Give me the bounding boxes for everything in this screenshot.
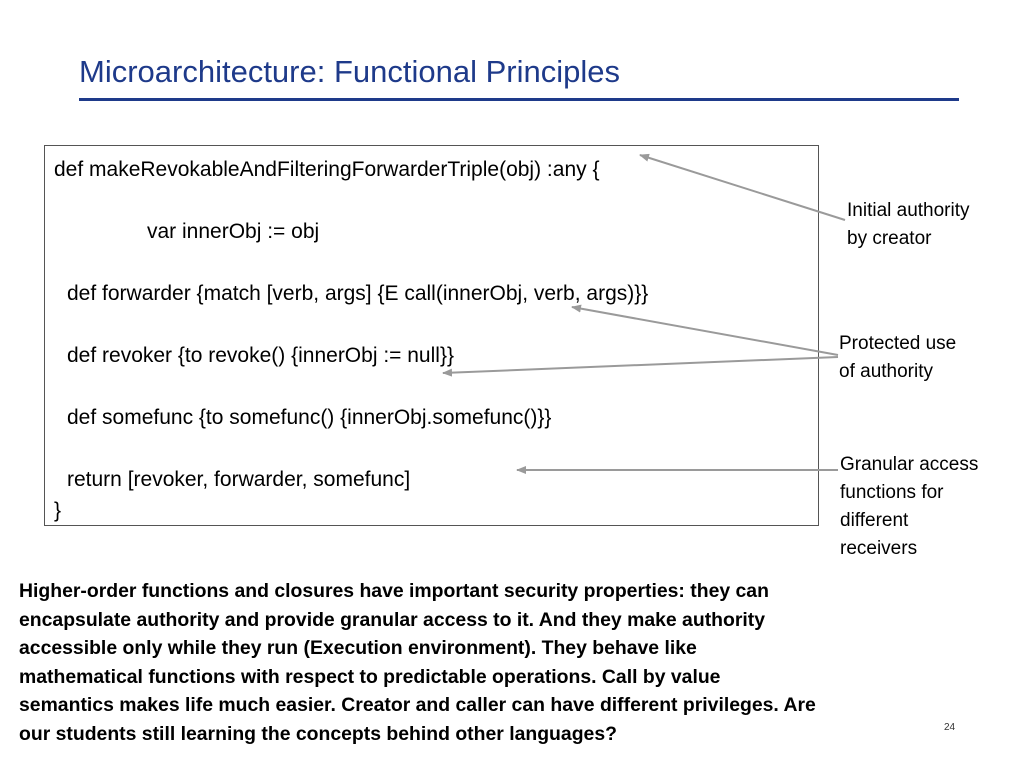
- note-initial-authority: Initial authority by creator: [847, 197, 970, 253]
- note-line: different: [840, 510, 909, 531]
- note-line: of authority: [839, 361, 933, 382]
- note-protected-use: Protected use of authority: [839, 330, 956, 386]
- summary-line: encapsulate authority and provide granul…: [19, 608, 766, 631]
- code-line-var: var innerObj := obj: [147, 220, 320, 243]
- note-line: by creator: [847, 228, 932, 249]
- note-line: Granular access: [840, 454, 979, 475]
- code-line-return: return [revoker, forwarder, somefunc]: [67, 468, 411, 491]
- note-line: receivers: [840, 538, 918, 559]
- arrow-initial-authority: [639, 153, 846, 221]
- arrow-protected-use-forwarder: [571, 304, 839, 356]
- code-line-closing-brace: }: [54, 499, 62, 522]
- code-line-somefunc: def somefunc {to somefunc() {innerObj.so…: [67, 406, 552, 429]
- summary-line: semantics makes life much easier. Creato…: [19, 694, 816, 716]
- summary-paragraph: Higher-order functions and closures have…: [19, 577, 1009, 748]
- summary-line: our students still learning the concepts…: [19, 722, 617, 745]
- note-granular-access: Granular access functions for different …: [840, 451, 978, 563]
- slide-title: Microarchitecture: Functional Principles: [79, 54, 620, 89]
- page-number: 24: [944, 722, 956, 733]
- note-line: Protected use: [839, 333, 957, 354]
- title-underline: [79, 98, 959, 101]
- code-line-forwarder: def forwarder {match [verb, args] {E cal…: [67, 282, 649, 305]
- code-line-revoker: def revoker {to revoke() {innerObj := nu…: [67, 344, 454, 367]
- summary-line: accessible only while they run (Executio…: [19, 637, 697, 659]
- code-box: def makeRevokableAndFilteringForwarderTr…: [44, 145, 819, 526]
- note-line: functions for: [840, 482, 944, 503]
- note-line: Initial authority: [847, 200, 970, 221]
- arrow-protected-use-revoker: [442, 356, 839, 377]
- code-line-function-def: def makeRevokableAndFilteringForwarderTr…: [54, 158, 600, 181]
- summary-line: mathematical functions with respect to p…: [19, 665, 721, 688]
- summary-line: Higher-order functions and closures have…: [19, 580, 769, 602]
